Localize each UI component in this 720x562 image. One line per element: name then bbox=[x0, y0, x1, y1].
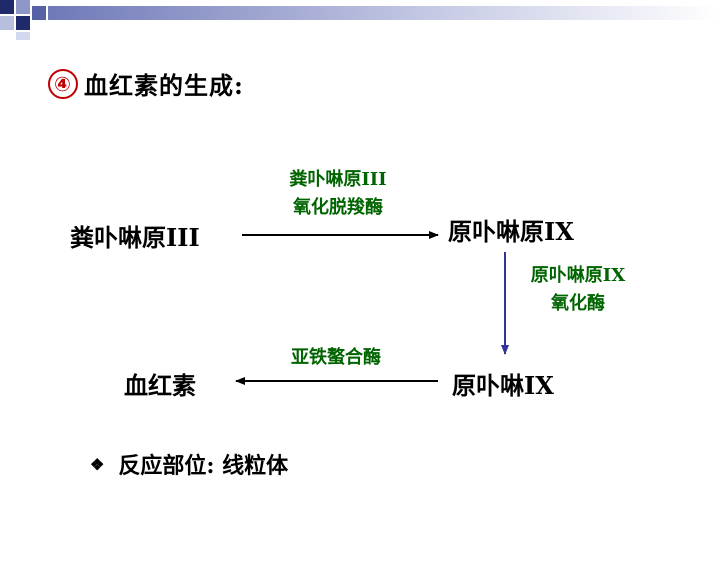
reaction-site-note: ❖ 反应部位: 线粒体 bbox=[90, 448, 288, 480]
enzyme-step3: 亚铁螯合酶 bbox=[291, 347, 381, 368]
corner-decoration bbox=[0, 0, 720, 40]
enzyme-step2-line2: 氧化酶 bbox=[551, 293, 605, 314]
node-protoporphyrinogen: 原卟啉原IX bbox=[448, 217, 574, 246]
slide-title-text: 血红素的生成: bbox=[84, 71, 244, 100]
step-number-badge: ④ bbox=[48, 68, 78, 99]
slide-title: ④ 血红素的生成: bbox=[48, 66, 244, 101]
node-protoporphyrin: 原卟啉IX bbox=[452, 371, 554, 400]
node-heme: 血红素 bbox=[124, 371, 196, 400]
reaction-site-text: 反应部位: 线粒体 bbox=[118, 453, 289, 479]
bullet-diamond-icon: ❖ bbox=[90, 454, 105, 474]
node-coproporphyrinogen: 粪卟啉原III bbox=[70, 223, 200, 252]
enzyme-step2: 原卟啉原IX 氧化酶 bbox=[508, 262, 648, 318]
enzyme-step1-line2: 氧化脱羧酶 bbox=[293, 197, 383, 218]
enzyme-step2-line1: 原卟啉原IX bbox=[530, 265, 626, 286]
enzyme-step1: 粪卟啉原III 氧化脱羧酶 bbox=[258, 166, 418, 222]
enzyme-step1-line1: 粪卟啉原III bbox=[289, 169, 387, 190]
